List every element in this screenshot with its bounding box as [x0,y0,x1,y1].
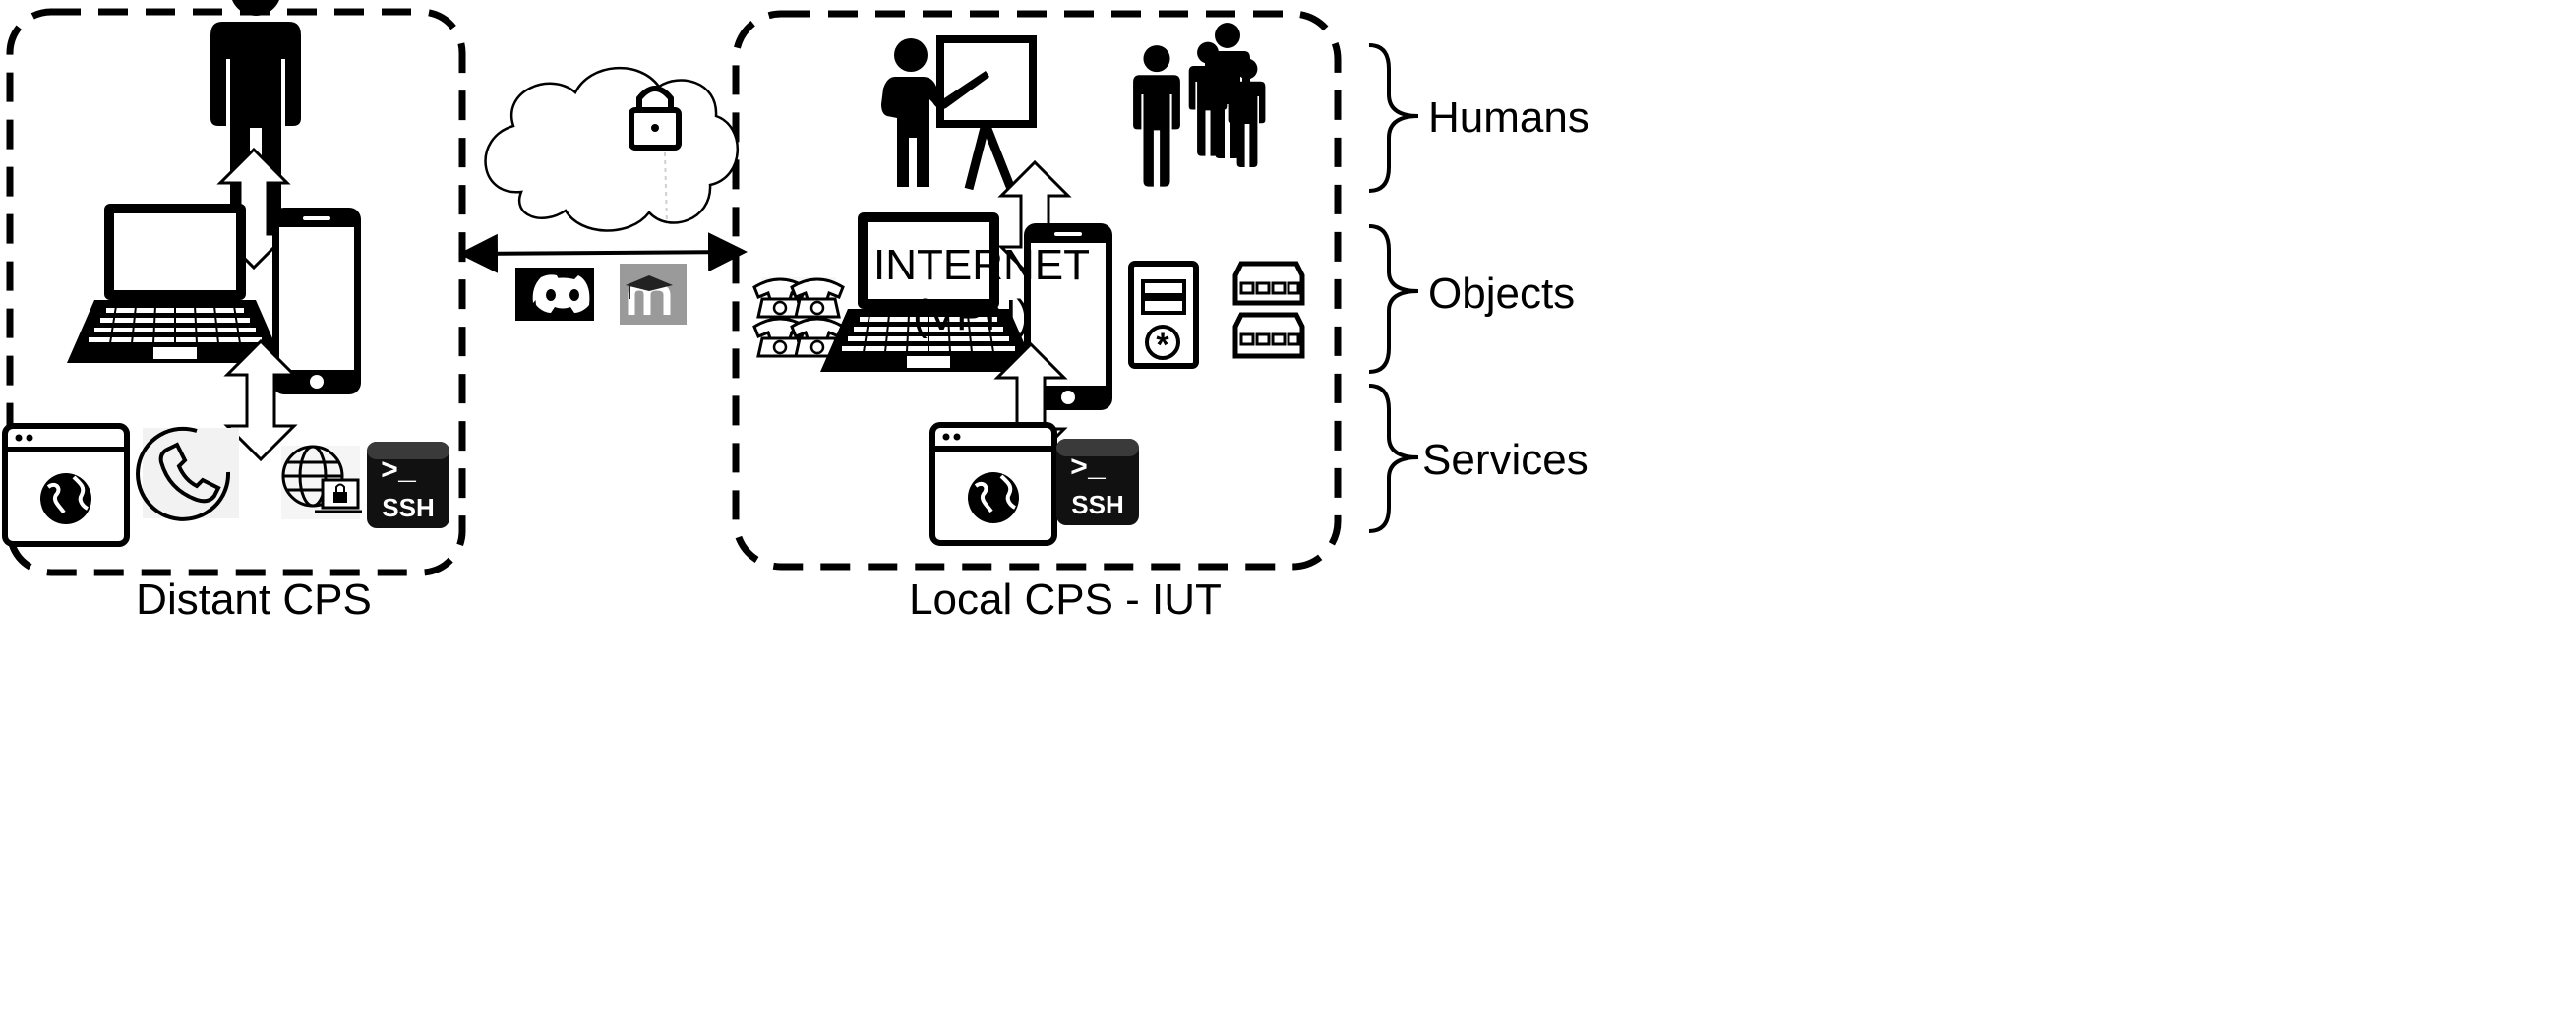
discord-icon [515,268,594,321]
local-cps-boundary [732,10,1342,571]
layer-label-humans: Humans [1428,93,1589,142]
cloud-label-line2: (VPN) [913,290,1031,339]
cloud-label: INTERNET (VPN) [873,241,1090,340]
local-cps-label: Local CPS - IUT [909,575,1222,624]
layer-braces [1368,43,1419,533]
layer-label-objects: Objects [1428,270,1576,318]
teacher-at-board-icon [881,35,1037,191]
layer-label-services: Services [1422,436,1588,484]
distant-ssh-terminal-icon [367,442,449,528]
distant-secure-web-icon [281,445,362,519]
distant-voip-call-icon [136,426,239,521]
distant-cps-label: Distant CPS [136,575,372,624]
cloud-label-line1: INTERNET [873,241,1090,289]
local-ssh-terminal-icon [1056,439,1139,525]
lock-icon [629,86,682,151]
moodle-icon [620,264,687,325]
humans-brace [1368,43,1419,193]
services-brace [1368,384,1419,533]
objects-brace [1368,224,1419,374]
network-switches-icon [1232,261,1305,359]
students-group-icon [1133,23,1266,187]
ip-phones-icon [752,277,845,358]
distant-web-browser-icon [5,426,127,544]
svg-text:*: * [1156,327,1169,364]
internet-vpn-cloud [484,66,739,232]
pbx-server-icon: * [1128,261,1199,369]
cps-link-arrow [458,232,748,273]
local-web-browser-icon [932,425,1054,543]
distant-cps-boundary [6,8,466,576]
